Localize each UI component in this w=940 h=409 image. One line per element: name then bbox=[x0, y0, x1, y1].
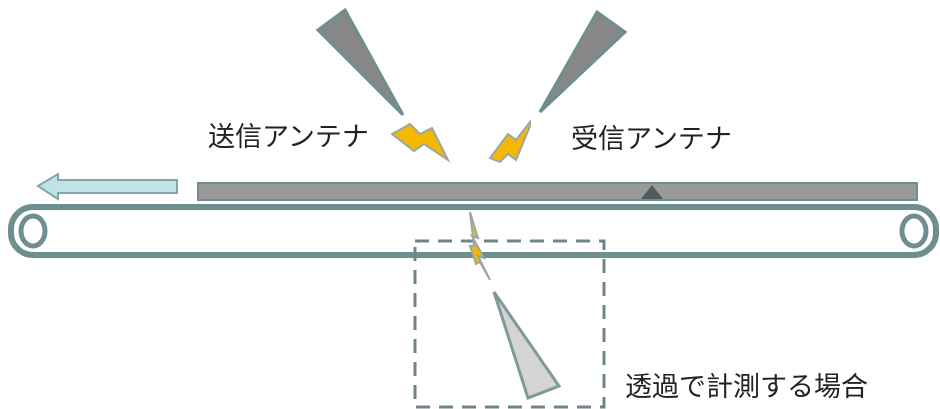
transmission-case-label: 透過で計測する場合 bbox=[625, 372, 868, 403]
transmit-signal-icon bbox=[390, 122, 451, 163]
lower-antenna-shape bbox=[492, 291, 562, 400]
belt-direction-arrow bbox=[36, 172, 178, 201]
transmit-antenna-label: 送信アンテナ bbox=[208, 122, 369, 153]
receive-signal-icon bbox=[488, 119, 531, 164]
measured-sheet bbox=[197, 182, 918, 201]
transmission-case-box bbox=[413, 239, 606, 409]
transmission-signal-icon bbox=[468, 211, 491, 281]
sheet-marker-icon bbox=[641, 185, 663, 199]
receive-antenna-shape bbox=[538, 9, 628, 114]
right-roller-icon bbox=[899, 213, 929, 249]
left-roller-icon bbox=[18, 213, 48, 249]
receive-antenna-label: 受信アンテナ bbox=[571, 124, 732, 155]
transmit-antenna-shape bbox=[315, 7, 405, 117]
